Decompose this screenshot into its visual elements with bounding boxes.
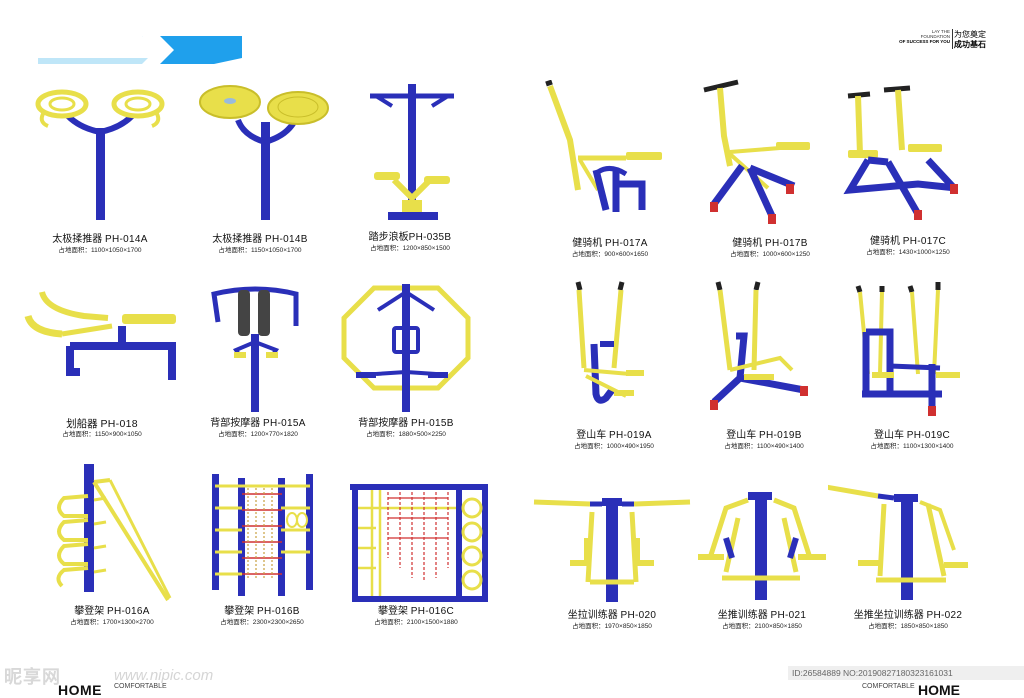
- footer-home-right: HOME: [918, 682, 960, 698]
- tai-chi-wheel-icon: [35, 89, 165, 220]
- product-size: 占地面积：900×600×1650: [571, 251, 649, 258]
- watermark-logo: 昵享网: [4, 667, 61, 687]
- product-card[interactable]: 攀登架 PH-016C 占地面积：2100×1500×1880: [336, 478, 496, 632]
- product-card[interactable]: 坐推训练器 PH-021 占地面积：2100×850×1850: [682, 488, 842, 634]
- product-name: 背部按摩器 PH-015A: [210, 418, 306, 429]
- double-rider-icon: [843, 85, 958, 220]
- product-name: 登山车 PH-019B: [726, 430, 802, 441]
- header-tagline: LAY THE FOUNDATION OF SUCCESS FOR YOU 为您…: [896, 29, 1020, 51]
- rider-machine-icon: [703, 79, 810, 224]
- product-name: 踏步浪板PH-035B: [368, 232, 452, 243]
- rowing-machine-icon: [24, 291, 176, 380]
- double-climber-icon: [855, 282, 960, 416]
- product-card[interactable]: 攀登架 PH-016A 占地面积：1700×1300×2700: [32, 460, 192, 632]
- product-name: 攀登架 PH-016C: [377, 606, 454, 617]
- product-name: 登山车 PH-019A: [576, 430, 652, 441]
- header-banner: [38, 36, 242, 64]
- product-size: 占地面积：1200×850×1500: [370, 245, 450, 252]
- tagline-divider: [952, 29, 953, 49]
- rider-machine-icon: [545, 80, 662, 212]
- product-card[interactable]: 划船器 PH-018 占地面积：1150×900×1050: [22, 286, 182, 444]
- climbing-frame-icon: [56, 464, 172, 602]
- product-size: 占地面积：1000×490×1950: [574, 443, 654, 450]
- product-card[interactable]: 健骑机 PH-017A 占地面积：900×600×1650: [530, 80, 690, 260]
- product-size: 占地面积：2100×1500×1880: [374, 619, 458, 626]
- product-size: 占地面积：1970×850×1850: [572, 623, 652, 630]
- tai-chi-disc-icon: [199, 85, 329, 220]
- product-size: 占地面积：2100×850×1850: [722, 623, 802, 630]
- footer-home-left: HOME: [58, 682, 102, 698]
- product-card[interactable]: 健骑机 PH-017C 占地面积：1430×1000×1250: [828, 80, 988, 260]
- product-name: 健骑机 PH-017A: [572, 238, 648, 249]
- product-size: 占地面积：1100×490×1400: [724, 443, 804, 450]
- product-size: 占地面积：1150×900×1050: [62, 431, 142, 438]
- product-size: 占地面积：1100×1050×1700: [58, 247, 142, 254]
- product-name: 坐推坐拉训练器 PH-022: [853, 610, 963, 621]
- climber-icon: [575, 281, 644, 404]
- push-pull-icon: [828, 484, 968, 600]
- tagline-en-line2: FOUNDATION: [920, 34, 950, 40]
- footer-comfortable-left: COMFORTABLE: [114, 683, 167, 690]
- product-size: 占地面积：1850×850×1850: [868, 623, 948, 630]
- product-name: 背部按摩器 PH-015B: [358, 418, 454, 429]
- product-size: 占地面积：1100×1300×1400: [870, 443, 954, 450]
- product-card[interactable]: 背部按摩器 PH-015B 占地面积：1880×500×2250: [326, 282, 486, 444]
- product-size: 占地面积：1150×1050×1700: [218, 247, 302, 254]
- product-name: 健骑机 PH-017B: [732, 238, 808, 249]
- product-name: 坐推训练器 PH-021: [717, 610, 807, 621]
- product-name: 坐拉训练器 PH-020: [567, 610, 657, 621]
- tagline-en: LAY THE FOUNDATION OF SUCCESS FOR YOU: [899, 29, 950, 45]
- product-size: 占地面积：1000×600×1250: [730, 251, 810, 258]
- product-name: 攀登架 PH-016B: [224, 606, 300, 617]
- product-card[interactable]: 踏步浪板PH-035B 占地面积：1200×850×1500: [330, 80, 490, 256]
- product-name: 太极揉推器 PH-014A: [52, 234, 148, 245]
- product-card[interactable]: 太极揉推器 PH-014A 占地面积：1100×1050×1700: [20, 80, 180, 256]
- product-size: 占地面积：1200×770×1820: [218, 431, 298, 438]
- product-name: 健骑机 PH-017C: [869, 236, 946, 247]
- product-size: 占地面积：2300×2300×2650: [220, 619, 304, 626]
- watermark-url: www.nipic.com: [114, 667, 214, 684]
- product-name: 登山车 PH-019C: [873, 430, 950, 441]
- product-name: 划船器 PH-018: [66, 418, 138, 430]
- product-size: 占地面积：1430×1000×1250: [866, 249, 950, 256]
- product-card[interactable]: 坐拉训练器 PH-020 占地面积：1970×850×1850: [532, 492, 692, 634]
- image-id-bar: ID:26584889 NO:20190827180323161031: [788, 666, 1024, 680]
- product-card[interactable]: 背部按摩器 PH-015A 占地面积：1200×770×1820: [178, 286, 338, 444]
- tagline-cn: 为您奠定 成功基石: [954, 30, 986, 50]
- seated-push-icon: [698, 492, 826, 600]
- product-card[interactable]: 攀登架 PH-016B 占地面积：2300×2300×2650: [182, 470, 342, 632]
- climber-icon: [710, 281, 808, 410]
- product-card[interactable]: 登山车 PH-019B 占地面积：1100×490×1400: [684, 278, 844, 452]
- product-card[interactable]: 登山车 PH-019C 占地面积：1100×1300×1400: [832, 278, 992, 452]
- ring-frame-icon: [350, 484, 488, 602]
- product-card[interactable]: 健骑机 PH-017B 占地面积：1000×600×1250: [690, 76, 850, 260]
- seated-pull-icon: [533, 498, 691, 602]
- tagline-cn-line2: 成功基石: [954, 40, 986, 49]
- product-card[interactable]: 登山车 PH-019A 占地面积：1000×490×1950: [534, 278, 694, 452]
- tagline-en-line1: LAY THE: [931, 29, 950, 34]
- back-massager-icon: [211, 286, 299, 412]
- tagline-en-line3: OF SUCCESS FOR YOU: [899, 39, 950, 45]
- footer-comfortable-right: COMFORTABLE: [862, 683, 915, 690]
- product-size: 占地面积：1700×1300×2700: [70, 619, 154, 626]
- product-size: 占地面积：1880×500×2250: [366, 431, 446, 438]
- product-card[interactable]: 坐推坐拉训练器 PH-022 占地面积：1850×850×1850: [828, 480, 988, 634]
- net-frame-icon: [212, 474, 313, 596]
- product-name: 攀登架 PH-016A: [74, 606, 150, 617]
- product-card[interactable]: 太极揉推器 PH-014B 占地面积：1150×1050×1700: [180, 80, 340, 256]
- product-name: 太极揉推器 PH-014B: [212, 234, 308, 245]
- stepper-board-icon: [370, 84, 454, 220]
- tagline-cn-line1: 为您奠定: [954, 30, 986, 39]
- octagon-massager-icon: [341, 284, 471, 412]
